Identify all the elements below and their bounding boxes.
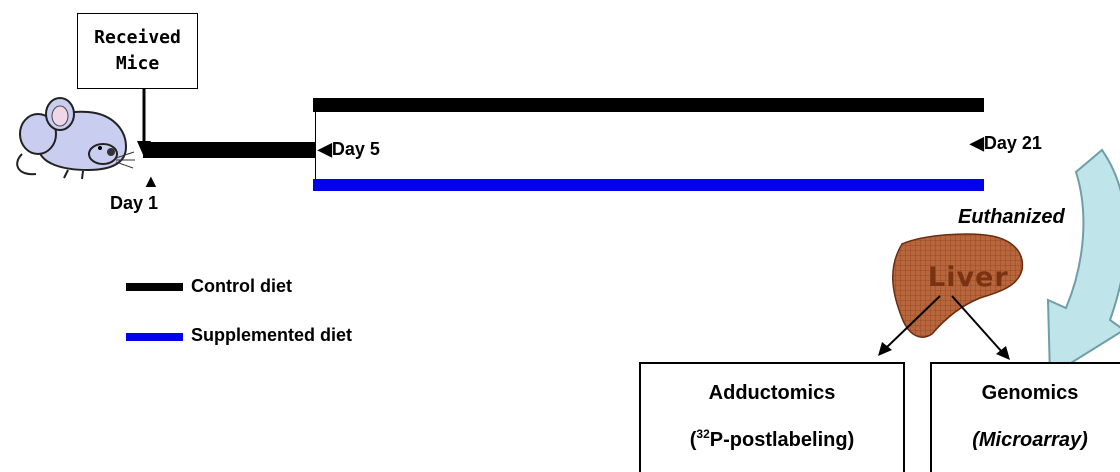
genomics-box: Genomics (Microarray) xyxy=(930,362,1120,472)
received-mice-box: Received Mice xyxy=(77,13,198,89)
day5-group: ◀Day 5 xyxy=(318,139,380,160)
day21-label: Day 21 xyxy=(983,133,1042,153)
received-label-line2: Mice xyxy=(115,53,160,74)
supplemented-diet-bar xyxy=(313,179,984,191)
legend-supplemented-label: Supplemented diet xyxy=(191,325,353,345)
day21-group: ◀Day 21 xyxy=(970,133,1042,154)
control-diet-bar xyxy=(313,98,984,112)
curved-arrow-icon xyxy=(1046,148,1120,378)
day1-marker-icon: ▲ xyxy=(142,171,160,191)
day21-marker-icon: ◀ xyxy=(970,133,984,153)
branch-line xyxy=(315,112,316,179)
genomics-method: (Microarray) xyxy=(972,429,1088,451)
received-label-line1: Received xyxy=(94,27,181,48)
adductomics-title: Adductomics xyxy=(708,382,836,404)
day1-label: Day 1 xyxy=(110,193,159,213)
adductomics-method: (32P-postlabeling) xyxy=(689,427,855,451)
legend-supplemented-swatch xyxy=(126,333,183,341)
adductomics-box: Adductomics (32P-postlabeling) xyxy=(639,362,905,472)
day5-label: Day 5 xyxy=(331,139,380,159)
euthanized-label: Euthanized xyxy=(958,206,1065,228)
mouse-icon xyxy=(16,97,135,180)
control-diet-initial-bar xyxy=(143,142,315,158)
legend-control-label: Control diet xyxy=(191,276,292,296)
legend-control-swatch xyxy=(126,283,183,291)
genomics-title: Genomics xyxy=(981,382,1079,404)
liver-label: Liver xyxy=(928,262,1009,293)
day5-marker-icon: ◀ xyxy=(318,139,332,159)
liver-arrows-icon xyxy=(878,295,1010,360)
